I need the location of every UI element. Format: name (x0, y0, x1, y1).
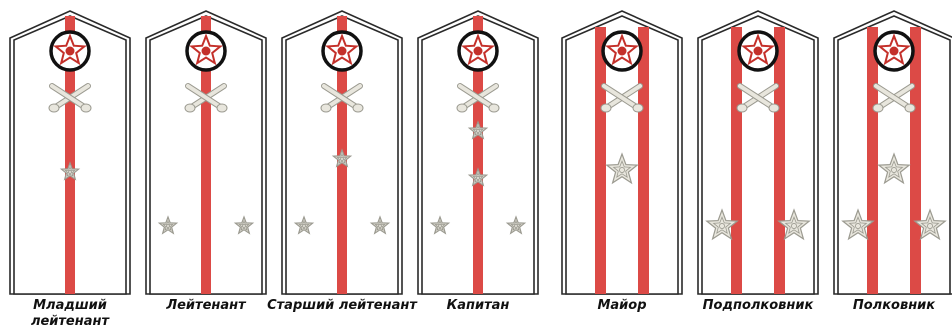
shoulder-board (282, 14, 402, 294)
emblem-icon (875, 32, 913, 70)
shoulder-board (562, 14, 682, 294)
shoulder-board (418, 14, 538, 294)
rank-label: Полковник (819, 298, 952, 314)
rank-label: Старший лейтенант (267, 298, 417, 314)
rank-label: Капитан (403, 298, 553, 314)
rank-label: Младший лейтенант (0, 298, 145, 330)
rank-label: Лейтенант (131, 298, 281, 314)
emblem-icon (459, 32, 497, 70)
rank-stripe-left (595, 27, 606, 294)
shoulder-board (834, 14, 952, 294)
rank-label: Майор (547, 298, 697, 314)
rank-label: Подполковник (683, 298, 833, 314)
emblem-icon (323, 32, 361, 70)
shoulder-board (146, 14, 266, 294)
rank-stripe-right (774, 27, 785, 294)
emblem-icon (739, 32, 777, 70)
emblem-icon (603, 32, 641, 70)
rank-stripe-left (731, 27, 742, 294)
rank-stripe-right (910, 27, 921, 294)
shoulder-board (698, 14, 818, 294)
emblem-icon (187, 32, 225, 70)
shoulder-board (10, 14, 130, 294)
rank-stripe-left (867, 27, 878, 294)
rank-stripe-right (638, 27, 649, 294)
emblem-icon (51, 32, 89, 70)
